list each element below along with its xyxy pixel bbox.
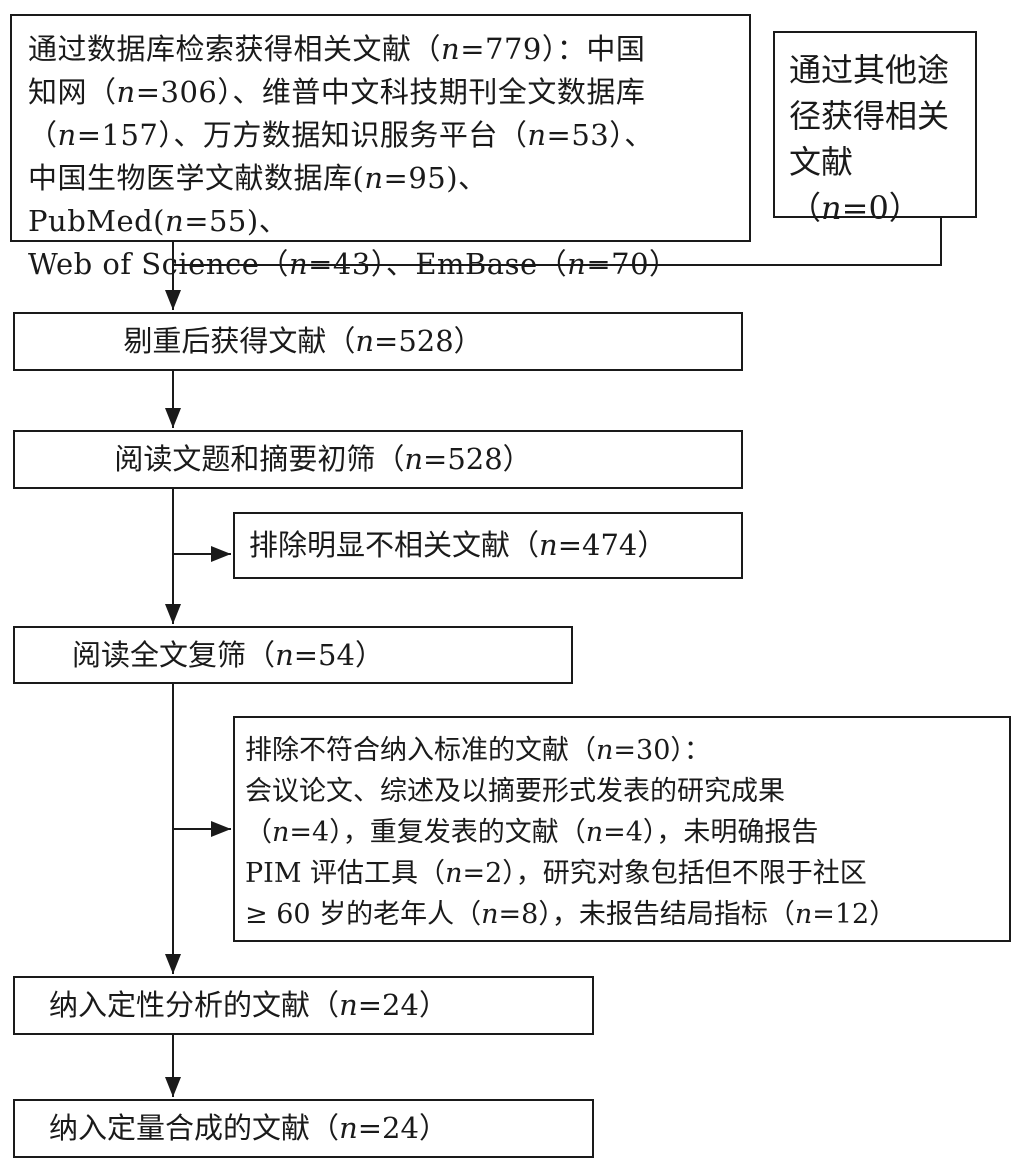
connector-other-merge: [173, 218, 942, 266]
text-segment: =0）: [841, 189, 921, 227]
text-segment: 排除明显不相关文献（: [249, 528, 540, 562]
italic-n: n: [445, 858, 463, 889]
text-segment: =528）: [423, 442, 532, 476]
quantitative-synthesis-box: 纳入定量合成的文献（n=24）: [13, 1099, 594, 1158]
text-segment: =95)、PubMed(: [28, 161, 488, 238]
italic-n: n: [272, 817, 290, 848]
italic-n: n: [821, 189, 842, 227]
box-text-line: 排除明显不相关文献（n=474）: [249, 514, 741, 577]
text-segment: 中国生物医学文献数据库(: [28, 161, 365, 195]
text-segment: =157）、万方数据知识服务平台（: [76, 118, 528, 152]
excluded-criteria-box: 排除不符合纳入标准的文献（n=30）：会议论文、综述及以摘要形式发表的研究成果（…: [233, 716, 1011, 942]
text-segment: =2），研究对象包括但不限于社区: [462, 858, 867, 889]
italic-n: n: [339, 988, 358, 1022]
text-segment: =53）、: [546, 118, 654, 152]
text-segment: =24）: [357, 988, 448, 1022]
text-segment: =12）: [812, 899, 897, 930]
text-segment: =70）: [586, 247, 679, 281]
text-segment: =4），未明确报告: [603, 817, 819, 848]
text-segment: 纳入定性分析的文献（: [49, 988, 340, 1022]
text-segment: 阅读全文复筛（: [72, 638, 276, 672]
italic-n: n: [339, 1111, 358, 1145]
title-abstract-screening-box: 阅读文题和摘要初筛（n=528）: [13, 430, 743, 489]
box-text-line: PIM 评估工具（n=2），研究对象包括但不限于社区: [245, 853, 1005, 894]
box-text-line: 文献（n=0）: [789, 139, 967, 231]
italic-n: n: [275, 638, 294, 672]
text-segment: =779）：中国: [460, 32, 646, 66]
box-text-line: 知网（n=306）、维普中文科技期刊全文数据库: [28, 71, 739, 114]
text-segment: 通过其他途: [789, 51, 950, 89]
box-text-line: 径获得相关: [789, 93, 967, 139]
box-text-line: 阅读文题和摘要初筛（n=528）: [15, 432, 631, 487]
italic-n: n: [441, 32, 461, 66]
italic-n: n: [567, 247, 587, 281]
fulltext-screening-box: 阅读全文复筛（n=54）: [13, 626, 573, 684]
box-text-line: 中国生物医学文献数据库(n=95)、PubMed(n=55)、: [28, 157, 739, 243]
text-segment: （: [245, 817, 272, 848]
text-segment: =528）: [374, 324, 483, 358]
text-segment: 阅读文题和摘要初筛（: [114, 442, 405, 476]
text-segment: =55)、: [184, 204, 289, 238]
text-segment: 径获得相关: [789, 97, 950, 135]
italic-n: n: [288, 247, 309, 281]
box-text-line: 排除不符合纳入标准的文献（n=30）：: [245, 730, 1005, 771]
database-search-box: 通过数据库检索获得相关文献（n=779）：中国知网（n=306）、维普中文科技期…: [10, 14, 751, 281]
text-segment: =8），未报告结局指标（: [498, 899, 795, 930]
italic-n: n: [165, 204, 185, 238]
italic-n: n: [596, 735, 614, 766]
box-text-line: （n=4），重复发表的文献（n=4），未明确报告: [245, 812, 1005, 853]
italic-n: n: [116, 75, 136, 109]
text-segment: ≥ 60 岁的老年人（: [245, 899, 482, 930]
excluded-irrelevant-box: 排除明显不相关文献（n=474）: [233, 512, 743, 579]
text-segment: =24）: [357, 1111, 448, 1145]
italic-n: n: [355, 324, 375, 358]
box-text-line: （n=157）、万方数据知识服务平台（n=53）、: [28, 114, 739, 157]
text-segment: =43）、EmBase（: [308, 247, 568, 281]
box-text-line: ≥ 60 岁的老年人（n=8），未报告结局指标（n=12）: [245, 894, 1005, 935]
text-segment: =54）: [293, 638, 384, 672]
box-text-line: 阅读全文复筛（n=54）: [15, 628, 441, 682]
box-text-line: 纳入定性分析的文献（n=24）: [15, 978, 482, 1033]
text-segment: =4），重复发表的文献（: [289, 817, 586, 848]
text-segment: 知网（: [28, 75, 117, 109]
italic-n: n: [539, 528, 558, 562]
italic-n: n: [57, 118, 77, 152]
text-segment: =474）: [557, 528, 667, 562]
text-segment: 会议论文、综述及以摘要形式发表的研究成果: [245, 776, 785, 807]
box-text-line: Web of Science（n=43）、EmBase（n=70）: [28, 243, 739, 286]
text-segment: 文献（: [789, 143, 854, 227]
text-segment: 通过数据库检索获得相关文献（: [28, 32, 442, 66]
box-text-line: 通过数据库检索获得相关文献（n=779）：中国: [28, 28, 739, 71]
italic-n: n: [404, 442, 424, 476]
text-segment: PIM 评估工具（: [245, 858, 446, 889]
text-segment: =30）：: [613, 735, 711, 766]
deduplication-box: 剔重后获得文献（n=528）: [13, 312, 743, 371]
qualitative-analysis-box: 纳入定性分析的文献（n=24）: [13, 976, 594, 1035]
text-segment: 排除不符合纳入标准的文献（: [245, 735, 596, 766]
italic-n: n: [794, 899, 813, 930]
italic-n: n: [585, 817, 604, 848]
text-segment: 纳入定量合成的文献（: [49, 1111, 340, 1145]
italic-n: n: [364, 161, 384, 195]
box-text-line: 纳入定量合成的文献（n=24）: [15, 1101, 482, 1156]
italic-n: n: [527, 118, 547, 152]
text-segment: 剔重后获得文献（: [123, 324, 356, 358]
italic-n: n: [481, 899, 499, 930]
box-text-line: 会议论文、综述及以摘要形式发表的研究成果: [245, 771, 1005, 812]
other-sources-box: 通过其他途径获得相关文献（n=0）: [773, 31, 977, 227]
box-text-line: 通过其他途: [789, 47, 967, 93]
text-segment: （: [28, 118, 58, 152]
text-segment: Web of Science（: [28, 247, 289, 281]
text-segment: =306）、维普中文科技期刊全文数据库: [135, 75, 646, 109]
box-text-line: 剔重后获得文献（n=528）: [15, 314, 591, 369]
